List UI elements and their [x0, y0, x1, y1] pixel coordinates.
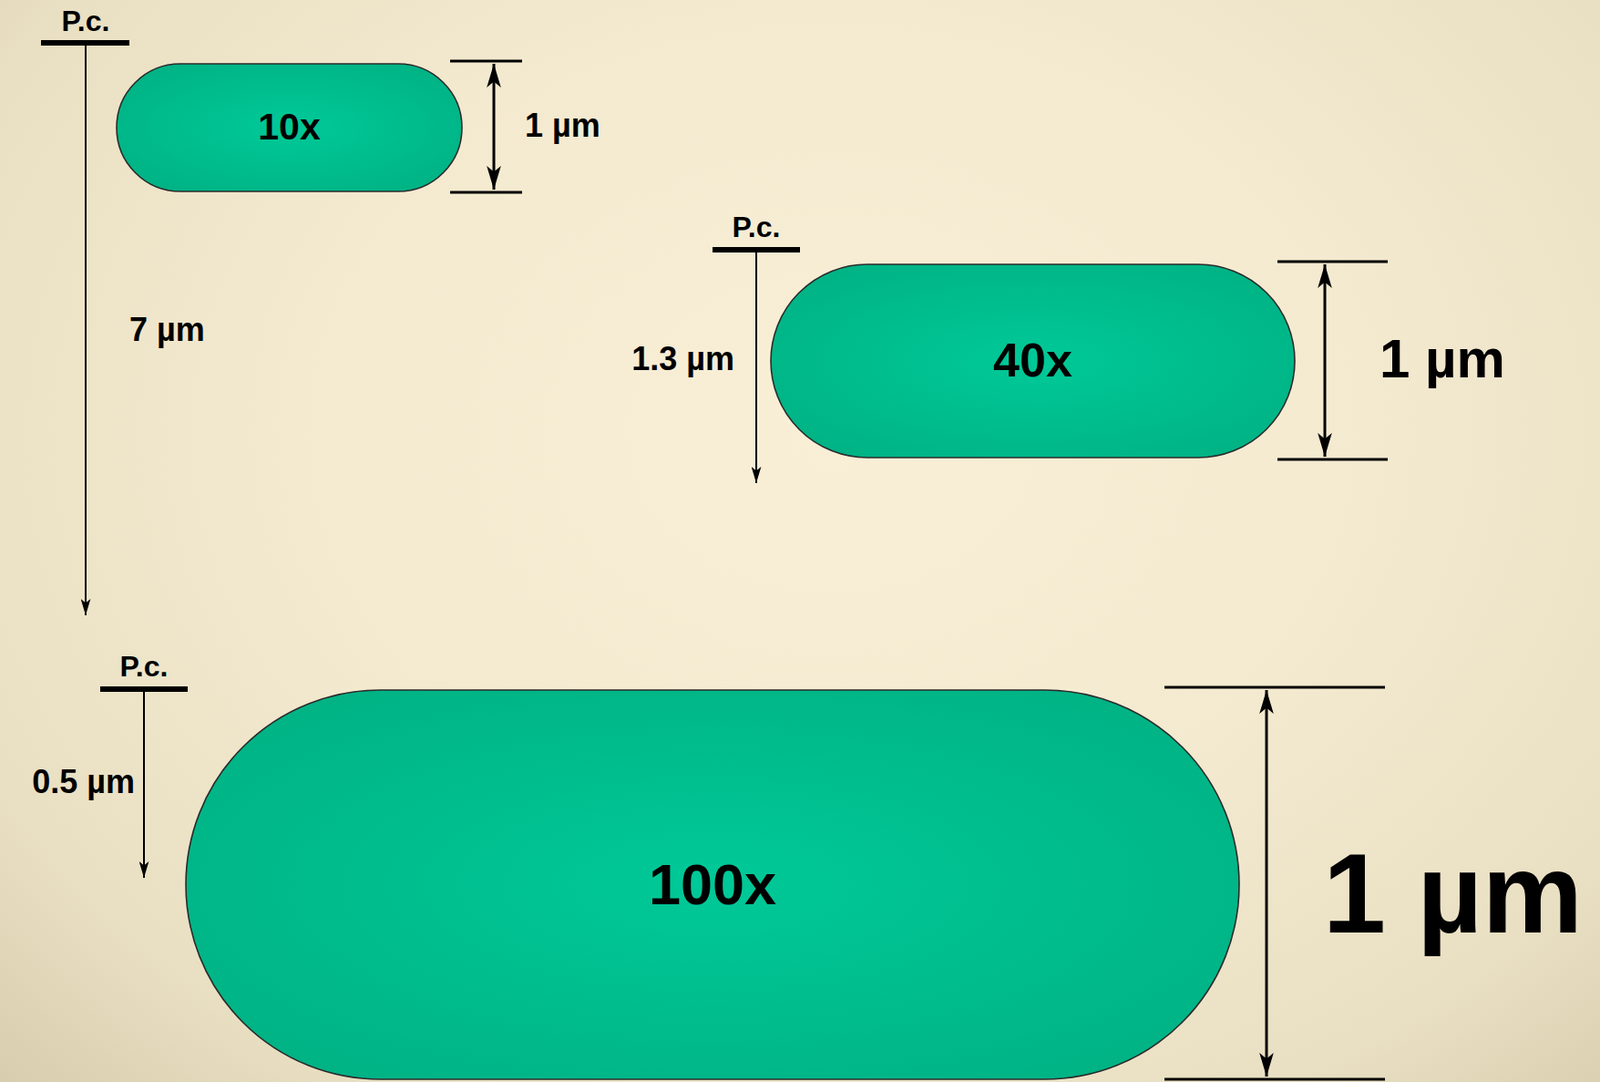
capsule-body	[185, 689, 1240, 1079]
pc-bar	[100, 686, 188, 692]
dimension-label: 1.3 µm	[631, 340, 735, 378]
dimension-tick	[1277, 260, 1388, 264]
magnification-label: 100x	[648, 852, 777, 916]
dimension-label: 7 µm	[129, 311, 206, 349]
pc-label: P.c.	[61, 5, 111, 38]
cell-capsule: 40x	[769, 263, 1296, 459]
dimension-arrow	[1323, 264, 1327, 457]
capsule-body	[770, 264, 1295, 458]
dimension-label: 0.5 µm	[31, 763, 135, 800]
cell-capsule: 10x	[115, 62, 463, 193]
dimension-label: 1 µm	[1379, 328, 1506, 390]
dimension-tick	[1164, 1077, 1385, 1081]
dimension-label: 1 µm	[524, 107, 601, 144]
depth-arrow	[84, 45, 87, 616]
depth-arrow	[755, 252, 758, 483]
dimension-tick	[1277, 458, 1388, 462]
depth-arrow	[143, 691, 145, 878]
dimension-label: 1 µm	[1323, 830, 1583, 955]
capsule-body	[116, 63, 462, 192]
pc-bar	[712, 246, 800, 253]
pc-label: P.c.	[120, 650, 169, 683]
dimension-tick	[450, 60, 523, 63]
dimension-tick	[450, 191, 523, 195]
cell-capsule: 100x	[184, 688, 1241, 1080]
magnification-label: 10x	[257, 106, 320, 148]
pc-label: P.c.	[732, 211, 781, 244]
dimension-arrow	[492, 63, 496, 190]
pc-bar	[41, 40, 130, 46]
dimension-arrow	[1265, 689, 1269, 1077]
magnification-label: 40x	[993, 334, 1073, 387]
dimension-tick	[1164, 686, 1385, 689]
